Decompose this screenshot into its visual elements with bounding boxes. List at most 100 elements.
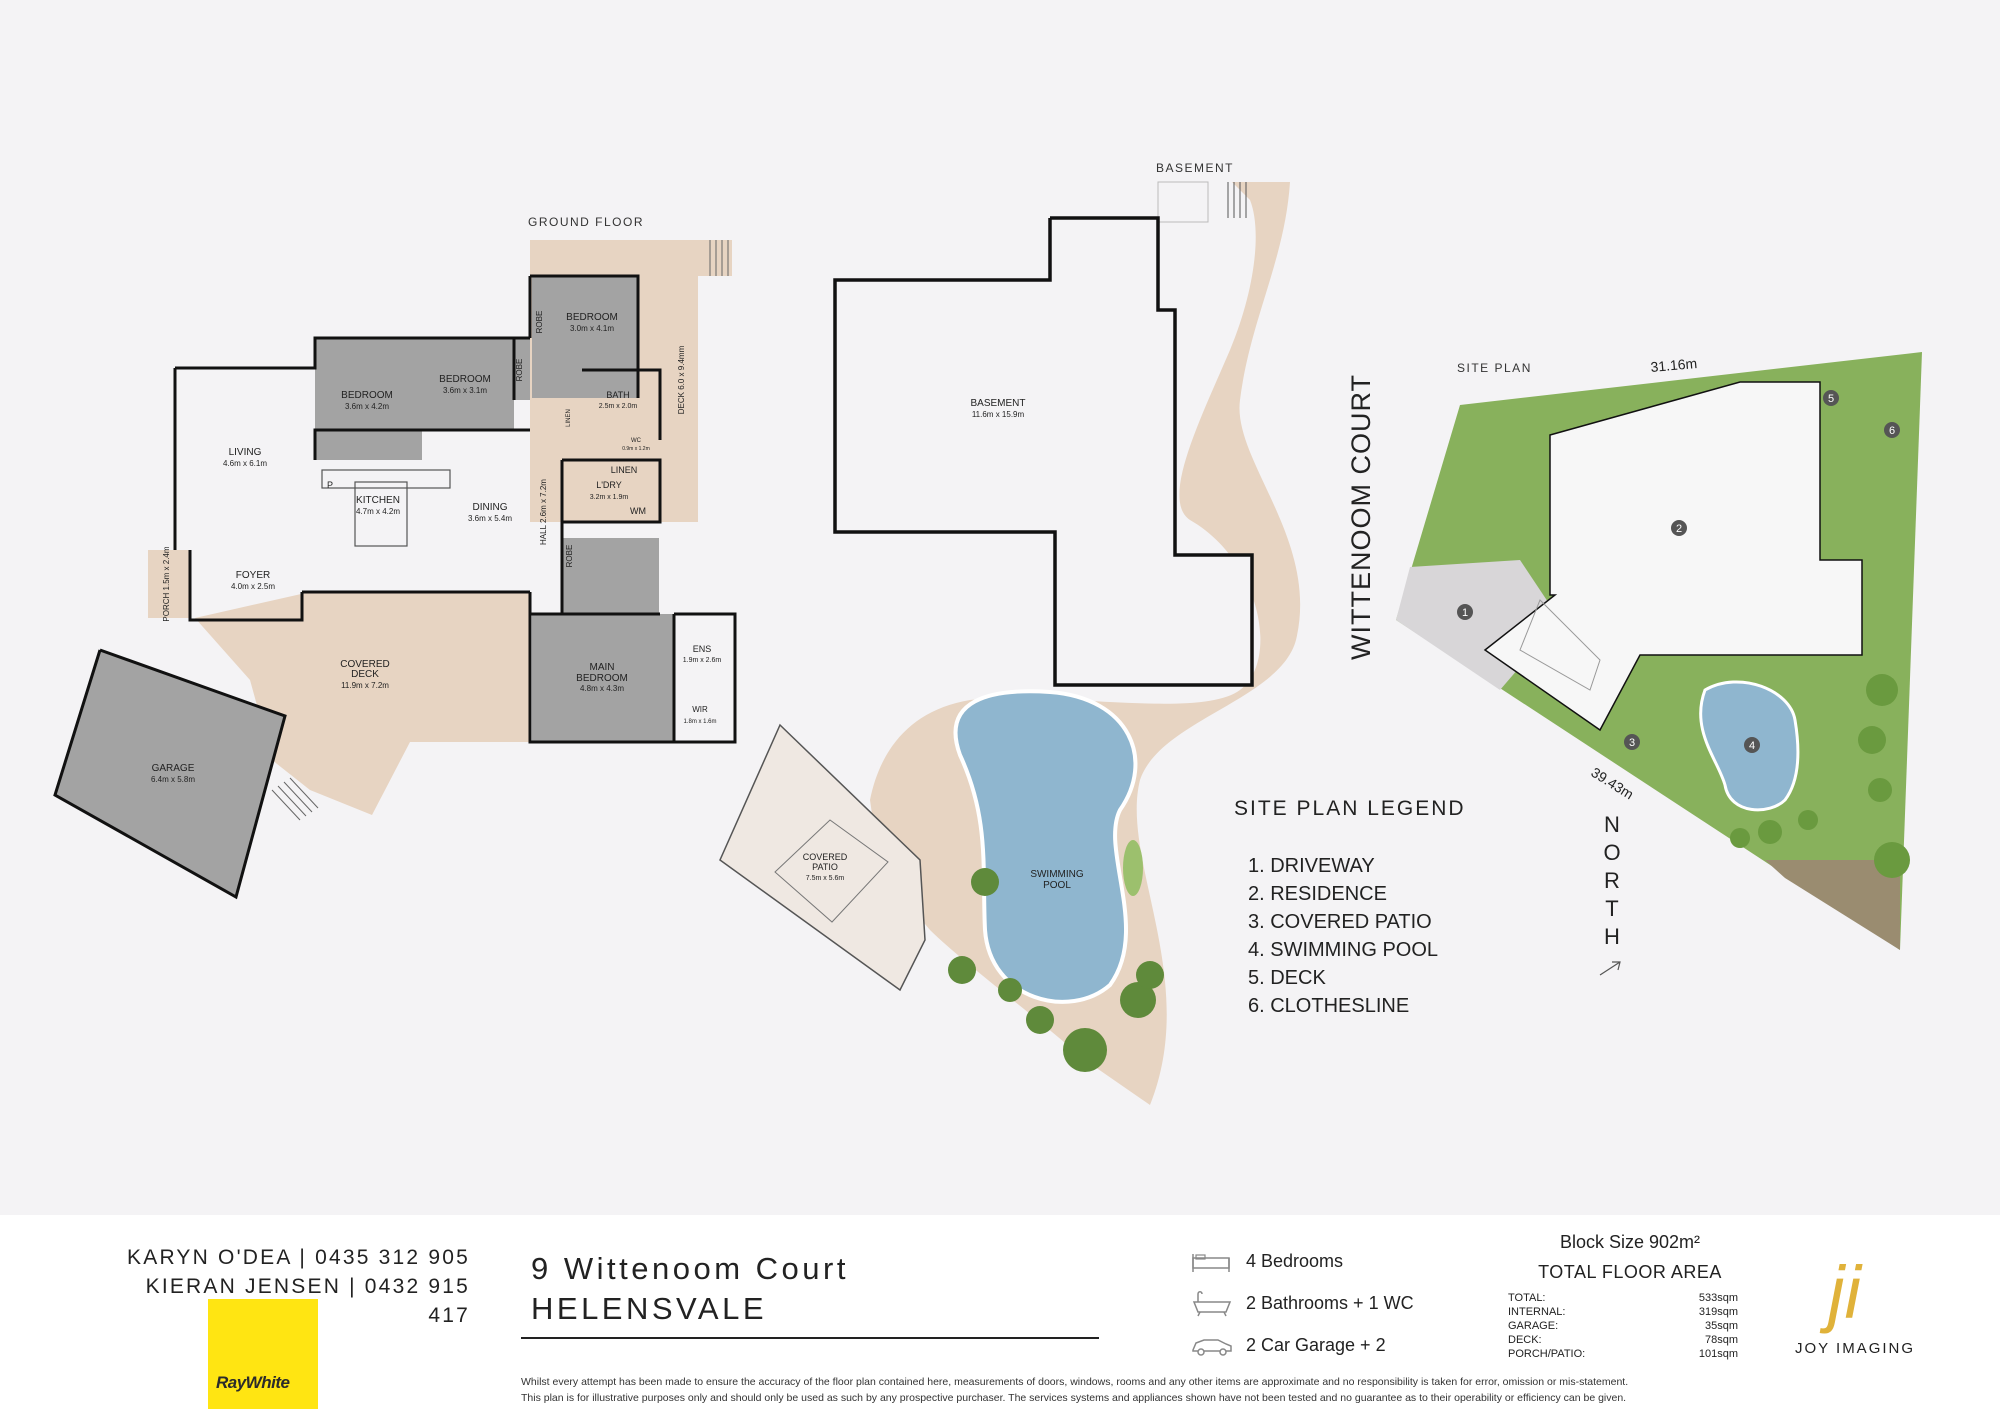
disclaimer: Whilst every attempt has been made to en…	[521, 1374, 1761, 1406]
covered-deck-label: COVERED	[340, 659, 389, 670]
disclaimer-line-2: This plan is for illustrative purposes o…	[521, 1392, 1627, 1404]
ens-size: 1.9m x 2.6m	[683, 657, 722, 664]
basement-stairs	[1227, 182, 1247, 218]
address-suburb: HELENSVALE	[531, 1291, 768, 1326]
main-bedroom-size: 4.8m x 4.3m	[580, 684, 624, 693]
bath-icon	[1192, 1291, 1232, 1317]
ldry-label: L'DRY	[596, 480, 622, 490]
legend-item-3: 3. COVERED PATIO	[1248, 911, 1432, 933]
covered-patio-area	[719, 723, 926, 992]
legend-item-2: 2. RESIDENCE	[1248, 883, 1387, 905]
basement-walls	[833, 216, 1254, 687]
covered-patio-outline	[774, 819, 889, 923]
bedroom3-fill	[422, 338, 514, 430]
block-size: Block Size 902m²	[1559, 1232, 1701, 1252]
basement-plan: BASEMENT BASEMENT 11.6m x 15.9m SWIMMING…	[719, 161, 1301, 1105]
raywhite-logo-text: RayWhite	[216, 1373, 290, 1392]
bed-icon	[1192, 1254, 1230, 1272]
joy-imaging-label: JOY IMAGING	[1794, 1340, 1916, 1357]
living-size: 4.6m x 6.1m	[223, 459, 267, 468]
garage-text: 2 Car Garage + 2	[1246, 1334, 1386, 1355]
bedroom3-label: BEDROOM	[439, 374, 491, 385]
north-letter-5: H	[1604, 924, 1620, 949]
dim-top: 31.16m	[1650, 355, 1698, 375]
legend-title: SITE PLAN LEGEND	[1234, 797, 1466, 820]
ldry-size: 3.2m x 1.9m	[590, 494, 629, 501]
area-row: GARAGE:35sqm	[1508, 1319, 1738, 1333]
bedrooms-text: 4 Bedrooms	[1246, 1250, 1344, 1271]
bath-label: BATH	[606, 390, 629, 400]
area-row: TOTAL: 533sqm	[1508, 1291, 1738, 1305]
site-residence-garage	[1519, 599, 1601, 691]
deck-label: DECK 6.0 x 9.4mm	[677, 345, 686, 414]
living-label: LIVING	[229, 447, 262, 458]
area-label: INTERNAL:	[1508, 1306, 1566, 1318]
bathrooms-text: 2 Bathrooms + 1 WC	[1246, 1292, 1414, 1313]
patio-label: COVERED	[803, 852, 848, 862]
robe-fill	[514, 338, 530, 400]
address-street: 9 Wittenoom Court	[531, 1251, 849, 1286]
site-marker-2: 2	[1676, 523, 1682, 535]
joy-imaging-mark: ji	[1819, 1251, 1863, 1334]
ground-floor-walls	[53, 274, 737, 900]
footer	[0, 1215, 2000, 1415]
kitchen-bench	[321, 469, 451, 489]
kitchen-island	[354, 481, 408, 547]
total-floor-area-title: TOTAL FLOOR AREA	[1538, 1262, 1722, 1282]
area-value: 533sqm	[1698, 1292, 1738, 1304]
kitchen-size: 4.7m x 4.2m	[356, 507, 400, 516]
ground-floor-title: GROUND FLOOR	[528, 215, 644, 229]
feature-bathrooms: 2 Bathrooms + 1 WC	[1190, 1282, 1414, 1324]
wir-label: WIR	[692, 705, 708, 714]
north-letter-3: R	[1604, 868, 1620, 893]
robe-label-1: ROBE	[515, 359, 524, 382]
site-marker-6: 6	[1889, 425, 1895, 437]
covered-deck-area	[195, 592, 530, 815]
floor-plan-area: GROUND FLOOR	[53, 161, 1922, 1105]
area-row: PORCH/PATIO:101sqm	[1508, 1347, 1738, 1361]
deck-stairs	[709, 240, 729, 276]
area-row: DECK:78sqm	[1508, 1333, 1738, 1347]
bedroom1-label: BEDROOM	[566, 312, 618, 323]
bath-size: 2.5m x 2.0m	[599, 403, 638, 410]
pantry-label: P	[327, 480, 333, 490]
ground-floor-labels: BEDROOM 3.0m x 4.1m BEDROOM 3.6m x 4.2m …	[151, 311, 721, 784]
basement-stair-landing	[1157, 181, 1209, 223]
pool-label-2: POOL	[1043, 880, 1071, 891]
site-plan-title: SITE PLAN	[1457, 361, 1532, 375]
legend-items: 1. DRIVEWAY 2. RESIDENCE 3. COVERED PATI…	[1248, 855, 1438, 1017]
north-letter-4: T	[1605, 896, 1618, 921]
area-label: TOTAL:	[1508, 1292, 1546, 1304]
wc-size: 0.9m x 1.2m	[622, 446, 650, 452]
site-marker-3: 3	[1629, 737, 1635, 749]
site-plan-legend: SITE PLAN LEGEND 1. DRIVEWAY 2. RESIDENC…	[1234, 797, 1466, 1017]
ground-floor-plan: GROUND FLOOR	[53, 215, 737, 900]
basement-title: BASEMENT	[1156, 161, 1234, 175]
joy-imaging-logo: ji JOY IMAGING	[1780, 1240, 1930, 1360]
porch-area	[148, 550, 190, 618]
feature-garage: 2 Car Garage + 2	[1190, 1324, 1414, 1366]
pool-shrubs	[948, 868, 1164, 1072]
patio-size: 7.5m x 5.6m	[806, 875, 845, 882]
wm-label: WM	[630, 506, 646, 516]
site-shrubs	[1730, 674, 1910, 878]
covered-deck-label-2: DECK	[351, 669, 379, 680]
garden-bed	[1765, 860, 1900, 950]
legend-item-1: 1. DRIVEWAY	[1248, 855, 1375, 877]
north-letter-2: O	[1603, 840, 1620, 865]
linen-label: LINEN	[611, 465, 638, 475]
main-bedroom-label-2: BEDROOM	[576, 673, 628, 684]
dining-label: DINING	[473, 502, 508, 513]
legend-item-6: 6. CLOTHESLINE	[1248, 995, 1409, 1017]
bedroom3-size: 3.6m x 3.1m	[443, 386, 487, 395]
area-label: PORCH/PATIO:	[1508, 1348, 1586, 1360]
floor-plan-svg: GROUND FLOOR	[53, 161, 1922, 1105]
bedroom1-fill	[532, 276, 638, 398]
dining-size: 3.6m x 5.4m	[468, 514, 512, 523]
bedroom2-label: BEDROOM	[341, 390, 393, 401]
pool-label: SWIMMING	[1030, 869, 1084, 880]
site-residence	[1483, 381, 1863, 732]
swimming-pool	[953, 689, 1138, 1004]
area-label: DECK:	[1508, 1334, 1542, 1346]
basement-room-size: 11.6m x 15.9m	[972, 410, 1025, 419]
